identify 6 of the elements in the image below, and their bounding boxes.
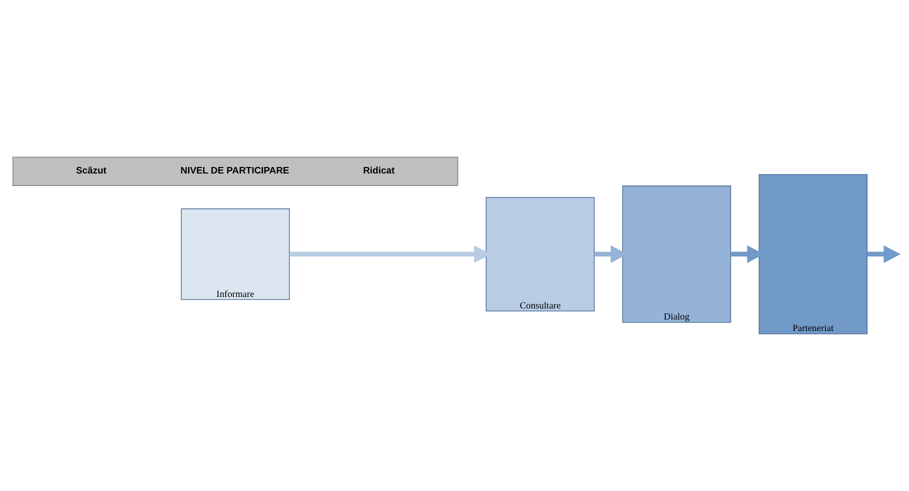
node-box: Consultare <box>486 196 595 312</box>
node-box: Scăzut NIVEL DE PARTICIPARE Ridicat <box>12 156 458 186</box>
node-box: Parteneriat <box>758 174 868 334</box>
node-box: Dialog <box>622 186 732 323</box>
arrow <box>867 245 901 264</box>
node-box: Informare <box>180 208 290 300</box>
